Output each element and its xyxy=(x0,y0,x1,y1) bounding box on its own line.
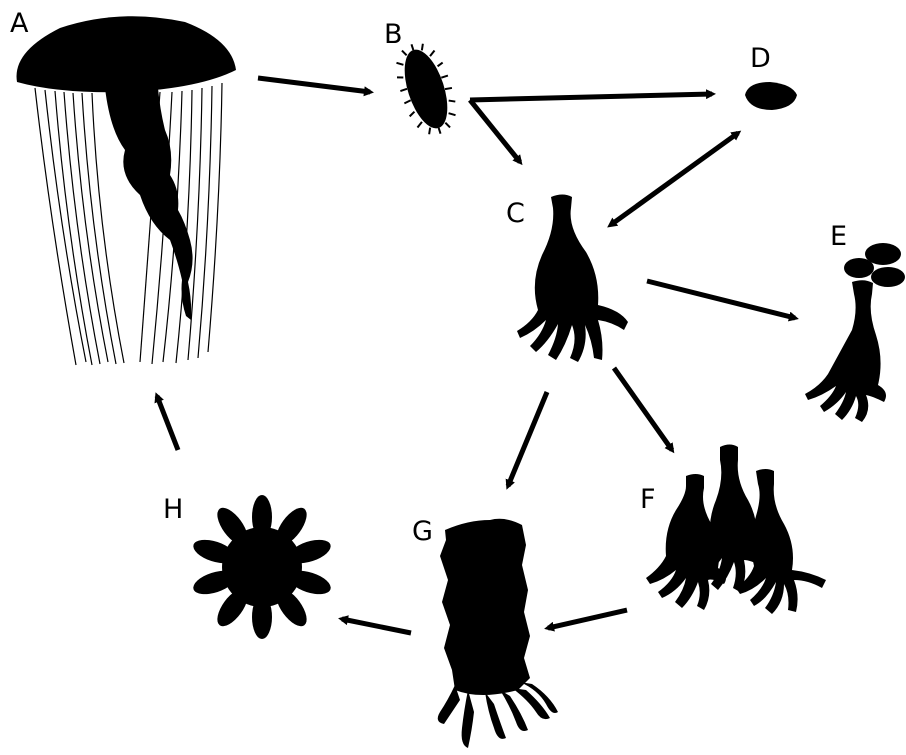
arrow-c-d-bidirectional xyxy=(612,133,738,224)
polyp-icon xyxy=(517,195,628,363)
arrow-c-to-e xyxy=(647,281,795,318)
arrow-c-to-f xyxy=(614,368,672,450)
label-g: G xyxy=(412,516,433,547)
arrow-h-to-a xyxy=(157,396,178,450)
arrow-c-to-g xyxy=(508,392,547,486)
label-h: H xyxy=(163,494,183,525)
arrow-b-to-c xyxy=(470,100,520,162)
polyp-colony-icon xyxy=(646,445,826,615)
arrow-f-to-g xyxy=(548,610,627,628)
label-a: A xyxy=(10,8,29,39)
arrow-a-to-b xyxy=(258,78,370,92)
label-d: D xyxy=(750,43,771,74)
budding-polyp-icon xyxy=(805,243,905,422)
label-f: F xyxy=(640,484,656,515)
cyst-icon xyxy=(745,82,797,110)
arrow-b-to-d xyxy=(470,94,712,100)
ephyra-icon xyxy=(190,495,333,639)
label-c: C xyxy=(506,198,525,229)
strobila-icon xyxy=(438,519,558,748)
arrow-g-to-h xyxy=(342,619,411,633)
label-e: E xyxy=(830,221,847,252)
label-b: B xyxy=(384,19,403,50)
medusa-jellyfish-icon xyxy=(17,16,236,365)
planula-larva-icon xyxy=(388,37,465,142)
